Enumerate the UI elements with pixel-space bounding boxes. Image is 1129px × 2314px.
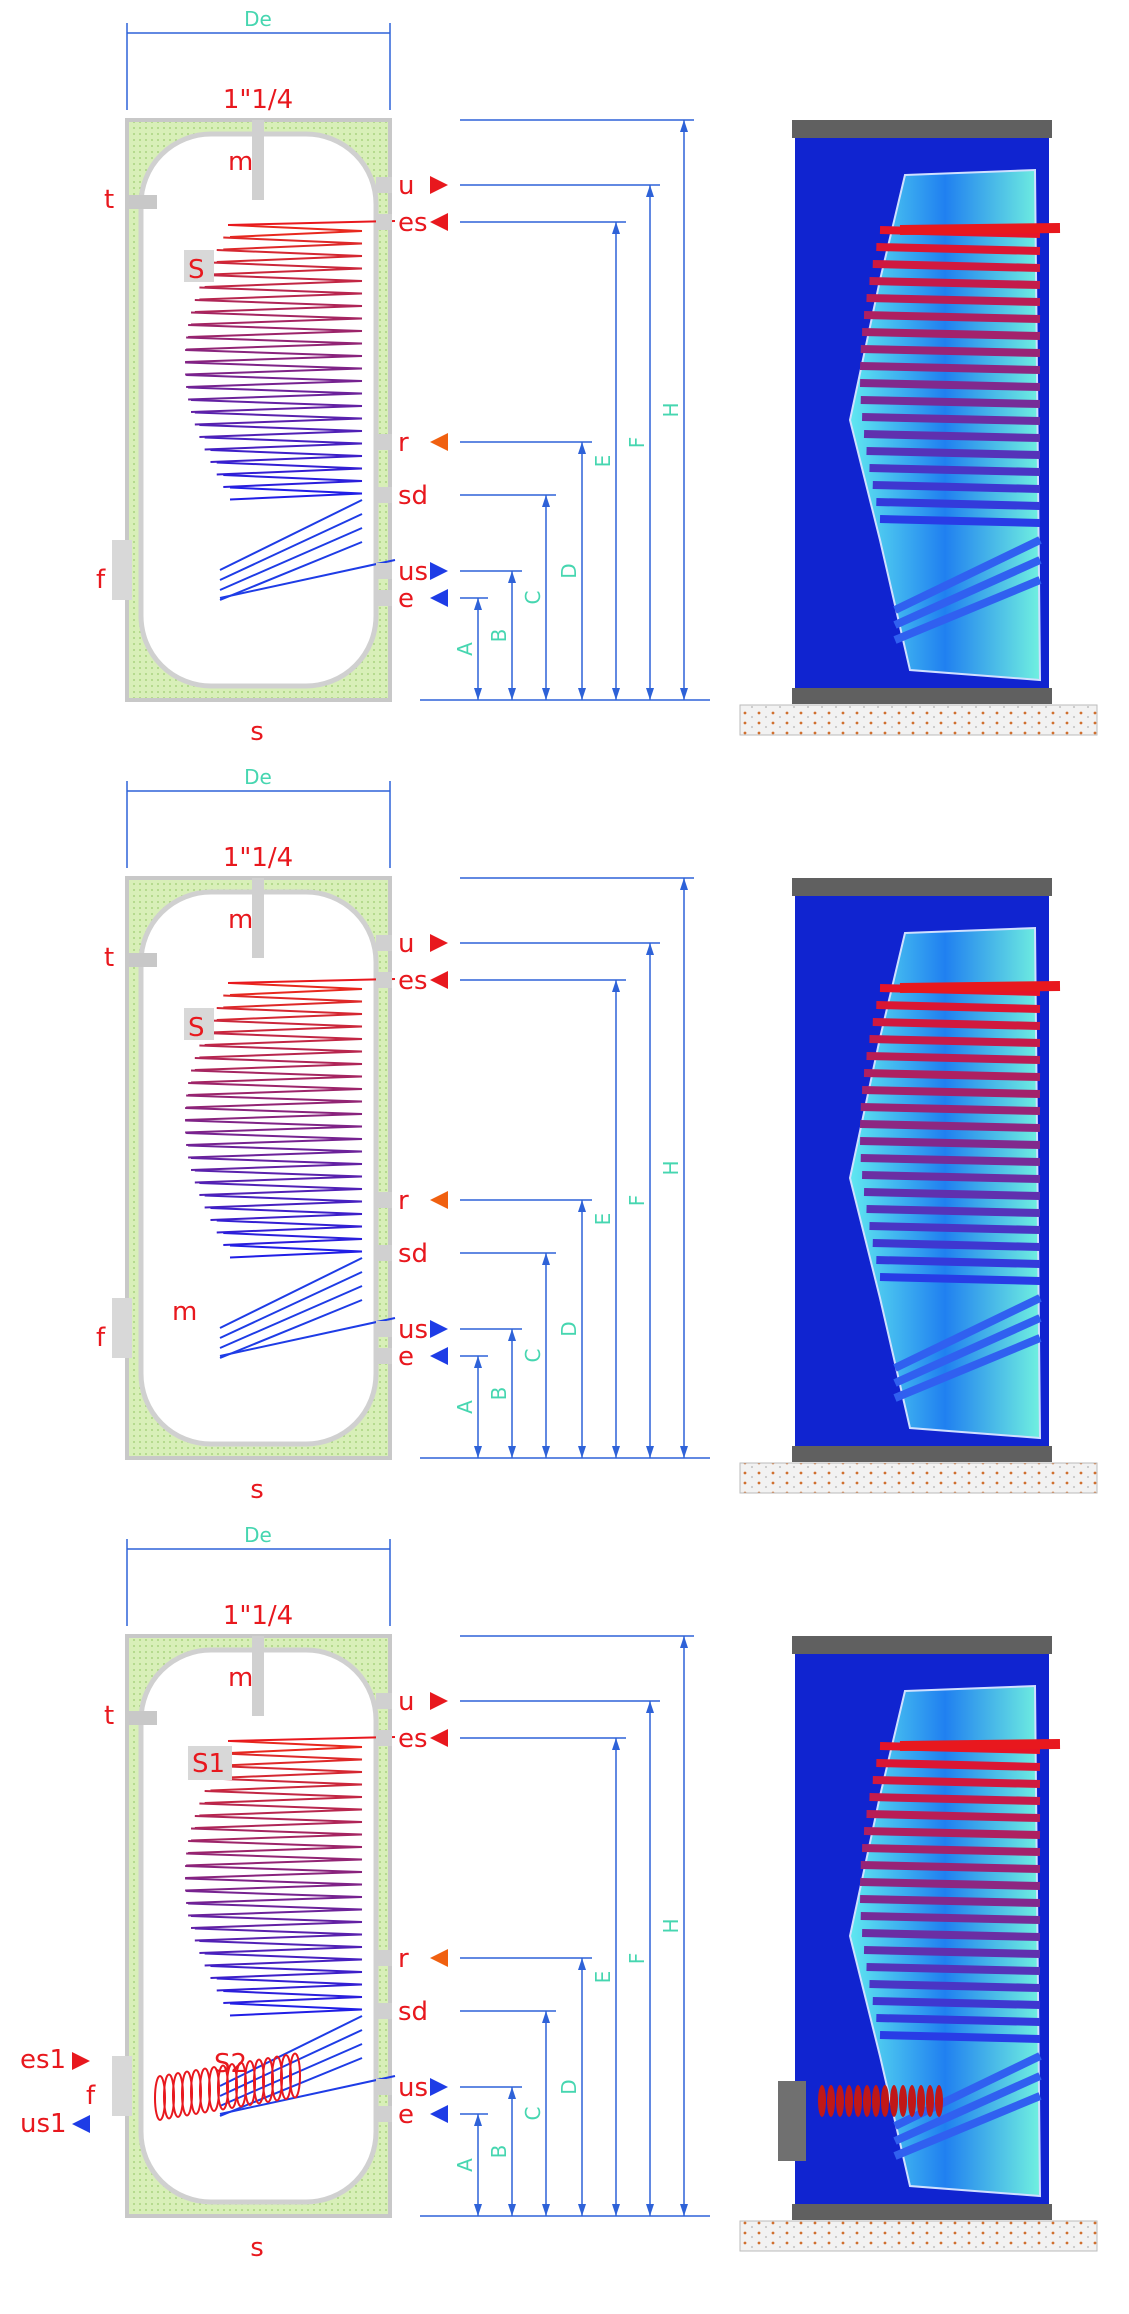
label-m: m xyxy=(228,147,253,177)
dimension-D-label: D xyxy=(557,1321,581,1336)
label-f: f xyxy=(96,1323,106,1353)
label-s: s xyxy=(250,1475,264,1505)
dimension-E-label: E xyxy=(591,455,615,468)
floor xyxy=(739,704,1098,736)
label-S: S xyxy=(188,1013,205,1043)
port-us-label: us xyxy=(398,557,428,587)
dimension-A-label: A xyxy=(453,2158,477,2172)
port-sd-label: sd xyxy=(398,481,428,511)
thermometer-socket xyxy=(127,1711,157,1725)
dimension-F-label: F xyxy=(625,437,649,449)
port-es-label: es xyxy=(398,966,428,996)
thermometer-socket xyxy=(127,953,157,967)
dimension-H-label: H xyxy=(659,1918,683,1933)
dimension-H-label: H xyxy=(659,402,683,417)
dimension-F-label: F xyxy=(625,1195,649,1207)
dimension-A-label: A xyxy=(453,642,477,656)
render-3 xyxy=(739,1636,1098,2252)
floor xyxy=(739,1462,1098,1494)
dimension-E-label: E xyxy=(591,1213,615,1226)
dimension-F-label: F xyxy=(625,1953,649,1965)
width-label: De xyxy=(244,1523,272,1547)
label-t: t xyxy=(104,185,114,215)
label-m: m xyxy=(228,1663,253,1693)
label-t: t xyxy=(104,943,114,973)
dimension-D-label: D xyxy=(557,2079,581,2094)
dimension-A-label: A xyxy=(453,1400,477,1414)
sensor-socket xyxy=(184,1008,214,1040)
second-coil xyxy=(154,2052,301,2121)
port-es-label: es xyxy=(398,1724,428,1754)
port-es-label: es xyxy=(398,208,428,238)
label-m: m xyxy=(228,905,253,935)
dimension-B-label: B xyxy=(487,629,511,643)
port-u-label: u xyxy=(398,1687,414,1717)
heat-exchanger-coil xyxy=(185,978,396,1359)
port-sd-label: sd xyxy=(398,1997,428,2027)
top-pipe xyxy=(252,120,264,200)
label-S: S xyxy=(188,255,205,285)
label-f: f xyxy=(86,2081,96,2111)
port-us-label: us xyxy=(398,2073,428,2103)
port-e-label: e xyxy=(398,2100,414,2130)
dimension-H-label: H xyxy=(659,1160,683,1175)
render-1 xyxy=(739,120,1098,736)
width-label: De xyxy=(244,765,272,789)
dimension-E-label: E xyxy=(591,1971,615,1984)
label-s: s xyxy=(250,2233,264,2263)
floor xyxy=(739,2220,1098,2252)
port-e-label: e xyxy=(398,1342,414,1372)
port-us-label: us xyxy=(398,1315,428,1345)
thermometer-socket xyxy=(127,195,157,209)
label-t: t xyxy=(104,1701,114,1731)
port-sd-label: sd xyxy=(398,1239,428,1269)
heat-exchanger-coil xyxy=(185,220,396,601)
top-pipe xyxy=(252,878,264,958)
port-r-label: r xyxy=(398,428,409,458)
top-fitting-label: 1"1/4 xyxy=(223,85,293,115)
render-flange xyxy=(778,2081,806,2161)
flange xyxy=(112,540,132,600)
render-2 xyxy=(739,878,1098,1494)
dimension-B-label: B xyxy=(487,1387,511,1401)
flange xyxy=(112,1298,132,1358)
dimension-D-label: D xyxy=(557,563,581,578)
dimension-C-label: C xyxy=(521,2107,545,2121)
width-label: De xyxy=(244,7,272,31)
label-m-lower: m xyxy=(172,1297,197,1327)
label-f: f xyxy=(96,565,106,595)
port-r-label: r xyxy=(398,1186,409,1216)
top-fitting-label: 1"1/4 xyxy=(223,843,293,873)
dimension-C-label: C xyxy=(521,1349,545,1363)
port-r-label: r xyxy=(398,1944,409,1974)
top-pipe xyxy=(252,1636,264,1716)
sensor-socket-1 xyxy=(188,1746,232,1780)
dimension-C-label: C xyxy=(521,591,545,605)
label-s: s xyxy=(250,717,264,747)
port-e-label: e xyxy=(398,584,414,614)
label-us1: us1 xyxy=(20,2109,67,2139)
top-fitting-label: 1"1/4 xyxy=(223,1601,293,1631)
port-u-label: u xyxy=(398,929,414,959)
sensor-socket xyxy=(184,250,214,282)
label-es1: es1 xyxy=(20,2045,66,2075)
heat-exchanger-coil xyxy=(185,1736,396,2117)
port-u-label: u xyxy=(398,171,414,201)
dimension-B-label: B xyxy=(487,2145,511,2159)
label-S1: S1 xyxy=(192,1749,225,1779)
flange xyxy=(112,2056,132,2116)
